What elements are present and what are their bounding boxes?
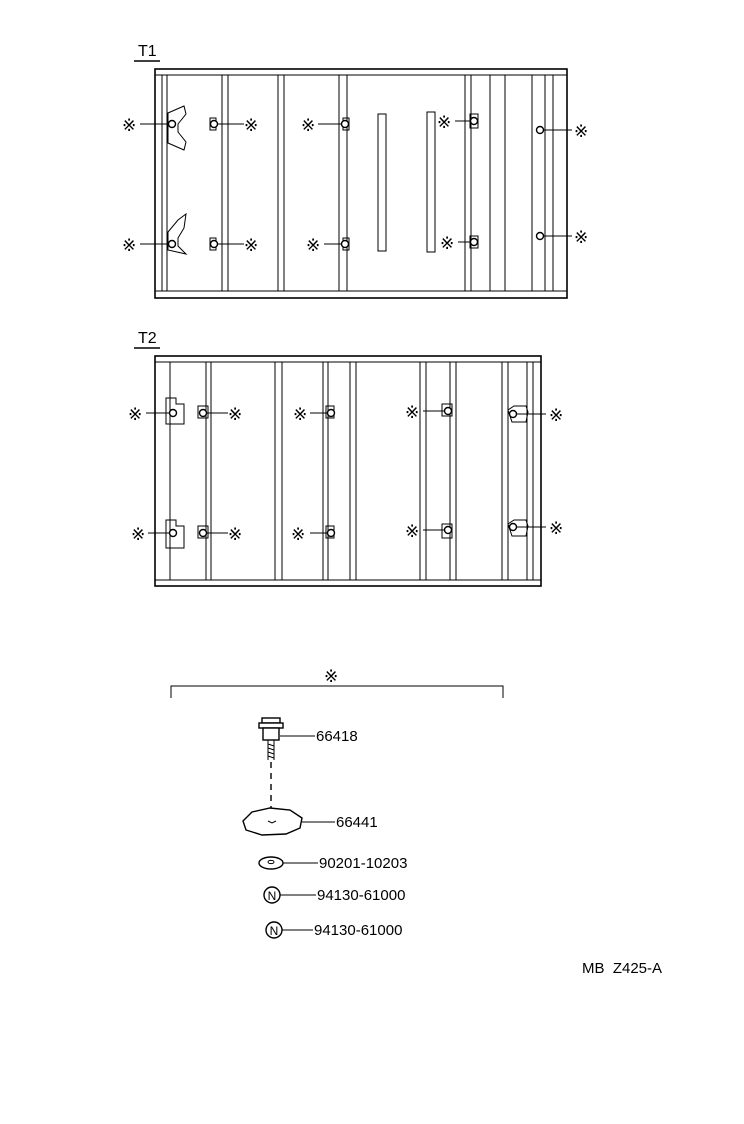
t2-mark: ※ [293, 405, 307, 425]
part-symbol: N [268, 889, 277, 903]
t1-mark: ※ [574, 122, 588, 142]
legend-bracket [170, 685, 504, 698]
cap-icon [242, 807, 303, 836]
t2-mark: ※ [549, 519, 563, 539]
t2-mark: ※ [228, 405, 242, 425]
part-number: 94130-61000 [314, 922, 402, 939]
t1-mark: ※ [574, 228, 588, 248]
view-t1-label: T1 [138, 43, 157, 60]
view-t2-label: T2 [138, 330, 157, 347]
t1-mark: ※ [122, 236, 136, 256]
t1-mark: ※ [122, 116, 136, 136]
legend-mark: ※ [324, 667, 338, 687]
t2-mark: ※ [549, 406, 563, 426]
part-number: 90201-10203 [319, 855, 407, 872]
t2-frame [154, 355, 542, 587]
t1-mark: ※ [301, 116, 315, 136]
part-symbol: N [270, 924, 279, 938]
drawing-code: MB Z425-A [582, 960, 662, 977]
t2-mark: ※ [131, 525, 145, 545]
t2-mark: ※ [291, 525, 305, 545]
t1-frame [154, 68, 568, 299]
part-number: 66418 [316, 728, 358, 745]
t2-mark: ※ [405, 522, 419, 542]
t2-mark: ※ [405, 403, 419, 423]
t1-mark: ※ [244, 236, 258, 256]
t1-mark: ※ [306, 236, 320, 256]
t1-mark: ※ [244, 116, 258, 136]
washer-icon [258, 856, 284, 870]
view-t2: T2 [128, 330, 563, 587]
parts-legend: ※ 66418 66441 90201-10203 N [170, 667, 504, 939]
t1-mark: ※ [437, 113, 451, 133]
t2-mark: ※ [128, 405, 142, 425]
view-t1: T1 [122, 43, 588, 299]
part-number: 94130-61000 [317, 887, 405, 904]
t2-mark: ※ [228, 525, 242, 545]
t1-mark: ※ [440, 234, 454, 254]
bolt-icon [258, 717, 284, 760]
part-number: 66441 [336, 814, 378, 831]
